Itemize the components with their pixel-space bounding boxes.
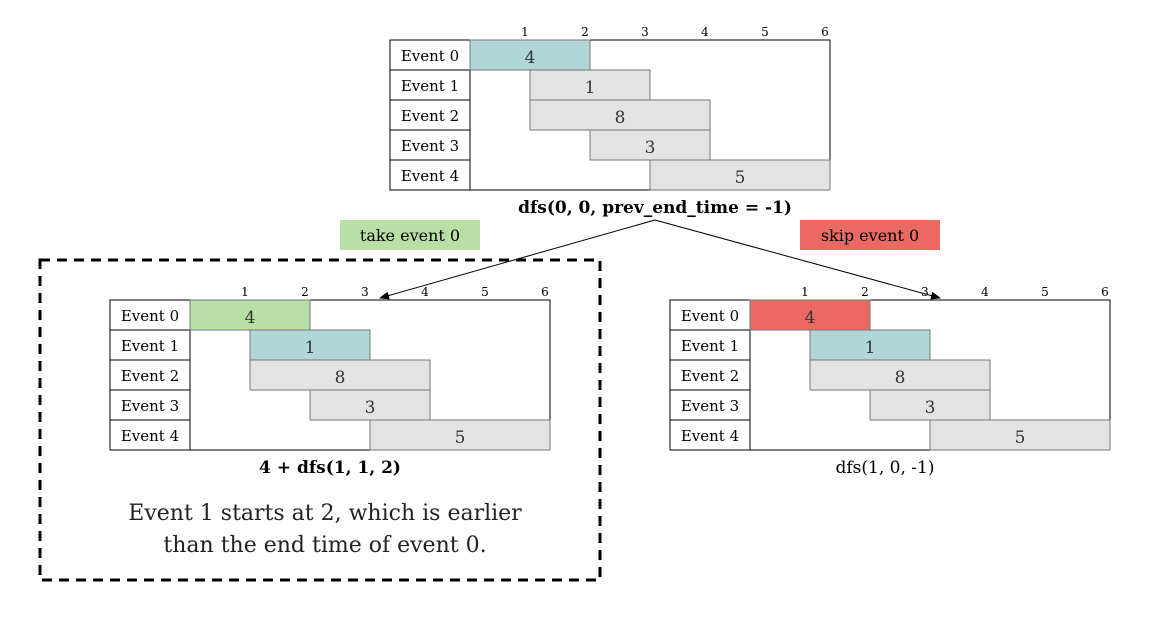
row-label: Event 1	[681, 337, 739, 355]
row-label: Event 0	[121, 307, 179, 325]
caption-top: dfs(0, 0, prev_end_time = -1)	[518, 198, 792, 218]
tick-label: 1	[801, 285, 809, 299]
tick-label: 4	[981, 285, 989, 299]
event-bar	[929, 419, 1111, 451]
tick-label: 4	[421, 285, 429, 299]
event-bar-value: 4	[245, 308, 256, 328]
tick-label: 3	[921, 285, 929, 299]
row-label: Event 2	[681, 367, 739, 385]
badge-skip-bg	[800, 220, 940, 250]
timeline-right: Event 0 Event 1 Event 2 Event 3 Event 4 1 2 3 4 5…	[669, 285, 1111, 451]
event-bar	[589, 129, 711, 161]
row-label: Event 3	[121, 397, 179, 415]
row-label: Event 0	[401, 47, 459, 65]
event-bar	[369, 419, 551, 451]
caption-left: 4 + dfs(1, 1, 2)	[259, 458, 401, 478]
event-bar-value: 5	[1015, 428, 1026, 448]
event-bar-value: 8	[335, 368, 346, 388]
note-line-2: than the end time of event 0.	[163, 533, 486, 558]
badge-skip: skip event 0	[800, 220, 940, 250]
badge-take-bg	[340, 220, 480, 250]
tick-label: 3	[361, 285, 369, 299]
event-bar-value: 5	[735, 168, 746, 188]
tick-label: 4	[701, 25, 709, 39]
event-bar	[809, 359, 991, 391]
timeline-left: Event 0 Event 1 Event 2 Event 3 Event 4 1 2 3 4 5…	[109, 285, 551, 451]
highlight-box	[38, 258, 602, 582]
event-bar-value: 3	[645, 138, 656, 158]
tick-label: 3	[641, 25, 649, 39]
event-bar-value: 3	[365, 398, 376, 418]
tick-label: 2	[581, 25, 589, 39]
tick-label: 2	[861, 285, 869, 299]
arrow-take	[379, 219, 656, 300]
tick-label: 1	[521, 25, 529, 39]
event-bar	[809, 329, 931, 361]
tick-label: 6	[541, 285, 549, 299]
badge-take: take event 0	[340, 220, 480, 250]
event-bar	[869, 389, 991, 421]
event-bar	[249, 359, 431, 391]
event-bar-value: 1	[865, 338, 876, 358]
tick-label: 5	[761, 25, 769, 39]
event-bar	[649, 159, 831, 191]
row-label: Event 4	[401, 167, 459, 185]
event-bar-value: 5	[455, 428, 466, 448]
note-line-1: Event 1 starts at 2, which is earlier	[128, 501, 522, 526]
event-bar	[309, 389, 431, 421]
row-label: Event 4	[681, 427, 739, 445]
caption-right: dfs(1, 0, -1)	[836, 458, 935, 478]
event-bar-value: 1	[585, 78, 596, 98]
arrow-skip	[654, 219, 941, 300]
timeline-top: Event 0 Event 1 Event 2 Event 3 Event 4 1 2 3 4 5…	[389, 25, 831, 191]
event-bar-value: 8	[615, 108, 626, 128]
badge-skip-label: skip event 0	[821, 226, 919, 245]
row-label: Event 3	[401, 137, 459, 155]
event-bar-value: 3	[925, 398, 936, 418]
event-bar-value: 1	[305, 338, 316, 358]
row-label: Event 3	[681, 397, 739, 415]
tick-label: 6	[821, 25, 829, 39]
row-label: Event 2	[401, 107, 459, 125]
event-bar	[529, 99, 711, 131]
event-bar	[529, 69, 651, 101]
event-bar-value: 8	[895, 368, 906, 388]
row-label: Event 2	[121, 367, 179, 385]
badge-take-label: take event 0	[360, 226, 460, 245]
row-label: Event 1	[121, 337, 179, 355]
tick-label: 1	[241, 285, 249, 299]
tick-label: 6	[1101, 285, 1109, 299]
event-bar-value: 4	[525, 48, 536, 68]
tick-label: 5	[481, 285, 489, 299]
event-bar	[249, 329, 371, 361]
event-bar	[469, 39, 591, 71]
row-label: Event 0	[681, 307, 739, 325]
tick-label: 5	[1041, 285, 1049, 299]
row-label: Event 1	[401, 77, 459, 95]
event-bar-value: 4	[805, 308, 816, 328]
row-label: Event 4	[121, 427, 179, 445]
tick-label: 2	[301, 285, 309, 299]
